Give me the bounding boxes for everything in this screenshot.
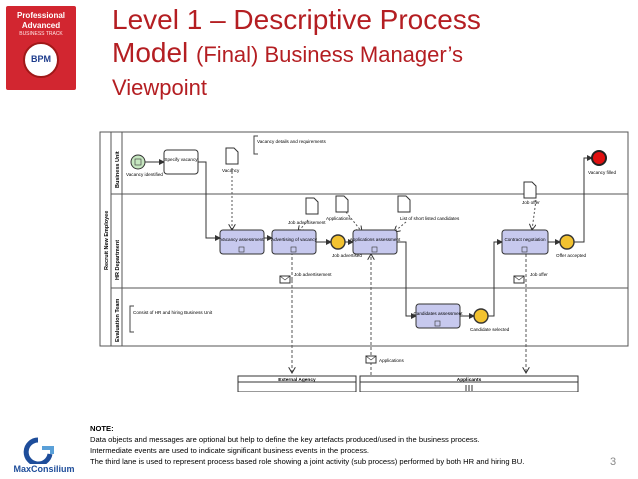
seal-text: BPM xyxy=(31,54,51,64)
task-vacancy-assessment xyxy=(219,229,265,255)
title-line3: Viewpoint xyxy=(112,75,207,100)
professional-advanced-badge: Professional Advanced BUSINESS TRACK BPM xyxy=(6,6,76,90)
annotation-evaluation-team: Consist of HR and hiring Business Unit xyxy=(133,310,213,315)
assoc-job-offer xyxy=(532,199,537,230)
maxconsilium-logo: MaxConsilium xyxy=(4,434,84,478)
event-offer-accepted xyxy=(559,234,575,250)
event-candidate-selected-label: Candidate selected xyxy=(470,327,510,332)
flow-applications-candidates xyxy=(396,241,417,319)
pool-label: Recruit New Employee xyxy=(104,211,110,270)
data-object-job-advertisement-label: Job advertisement xyxy=(288,220,326,225)
note-heading: NOTE: xyxy=(90,424,114,433)
message-applications-label: Applications xyxy=(379,358,404,363)
event-job-advertised xyxy=(330,234,346,250)
flow-accepted-end xyxy=(574,155,593,243)
task-advertising xyxy=(271,229,317,255)
task-contract-negotiation xyxy=(501,229,549,255)
pool-external-agency-label: External Agency xyxy=(278,377,316,383)
message-applications-icon xyxy=(365,355,377,364)
title-line1: Level 1 – Descriptive Process xyxy=(112,4,481,35)
note-block: NOTE: Data objects and messages are opti… xyxy=(90,423,610,467)
maxconsilium-logo-icon xyxy=(23,437,54,467)
badge-line2: Advanced xyxy=(21,21,61,30)
subprocess-marker-icon xyxy=(521,246,528,253)
data-object-job-offer-icon xyxy=(523,181,537,199)
badge-line1: Professional xyxy=(16,11,65,20)
start-event xyxy=(130,154,146,170)
event-job-advertised-label: Job advertised xyxy=(332,253,362,258)
task-applications-assessment-label: Applications assessment xyxy=(350,237,401,242)
end-event xyxy=(591,150,607,166)
lane-business-unit: Business Unit xyxy=(115,151,121,188)
title-line2: Model (Final) Business Manager’s xyxy=(112,36,632,71)
logo-text: MaxConsilium xyxy=(13,464,75,474)
annotation-vacancy-details: Vacancy details and requirements xyxy=(257,139,327,144)
task-vacancy-assessment-label: Vacancy assessment xyxy=(220,237,264,242)
title-line2-main: Model xyxy=(112,37,189,68)
page-number: 3 xyxy=(610,456,617,468)
task-contract-negotiation-label: Contract negotiation xyxy=(504,237,546,242)
flow-specify-assessment xyxy=(198,161,221,241)
note-line1: Data objects and messages are optional b… xyxy=(90,435,480,444)
title-line2-small: (Final) Business Manager’s xyxy=(196,42,464,67)
task-applications-assessment xyxy=(352,229,398,255)
event-candidate-selected xyxy=(473,308,489,324)
end-event-label: Vacancy filled xyxy=(588,170,616,175)
flow-selected-contract xyxy=(488,239,503,317)
data-object-shortlist-icon xyxy=(397,195,411,213)
bpmn-svg: Recruit New Employee Business Unit HR De… xyxy=(99,131,629,393)
data-object-shortlist-label: List of short listed candidates xyxy=(400,216,460,221)
lane-hr-department: HR Department xyxy=(115,240,121,280)
bpmn-diagram: Recruit New Employee Business Unit HR De… xyxy=(98,130,630,393)
message-job-advert-label: Job advertisement xyxy=(294,272,332,277)
task-specify-vacancy-label: Specify vacancy xyxy=(164,157,198,162)
annotation-bracket-team xyxy=(129,305,134,333)
task-candidates-assessment xyxy=(415,303,461,329)
subprocess-marker-icon xyxy=(290,246,297,253)
start-event-doc-icon xyxy=(134,158,142,166)
subprocess-marker-icon xyxy=(238,246,245,253)
badge-line3: BUSINESS TRACK xyxy=(19,31,63,37)
start-event-label: Vacancy identified xyxy=(126,172,163,177)
assoc-applications xyxy=(345,211,362,232)
data-object-job-advertisement-icon xyxy=(305,197,319,215)
data-object-job-offer-label: Job offer xyxy=(522,200,540,205)
lane-evaluation-team: Evaluation Team xyxy=(115,299,121,342)
message-job-advert-flap xyxy=(279,275,291,281)
sidebar: Professional Advanced BUSINESS TRACK BPM xyxy=(0,0,84,479)
annotation-bracket-vacancy xyxy=(253,135,258,155)
subprocess-marker-icon xyxy=(434,320,441,327)
task-candidates-assessment-label: Candidates assessment xyxy=(413,311,463,316)
data-object-vacancy-icon xyxy=(225,147,239,165)
data-object-applications-icon xyxy=(335,195,349,213)
slide-title: Level 1 – Descriptive Process Model (Fin… xyxy=(112,3,632,104)
message-job-offer-icon xyxy=(513,275,525,284)
message-job-offer-flap xyxy=(513,275,525,281)
subprocess-marker-icon xyxy=(371,246,378,253)
multi-instance-icon xyxy=(465,385,473,391)
bpm-seal-icon: BPM xyxy=(23,42,59,78)
note-line3: The third lane is used to represent proc… xyxy=(90,457,525,466)
message-job-advert-icon xyxy=(279,275,291,284)
note-line2: Intermediate events are used to indicate… xyxy=(90,446,370,455)
task-advertising-label: Advertising of vacancy xyxy=(271,237,318,242)
data-object-vacancy-label: Vacancy xyxy=(222,168,240,173)
message-applications-flap xyxy=(365,355,377,361)
task-specify-vacancy xyxy=(163,149,199,175)
message-job-offer-label: Job offer xyxy=(530,272,548,277)
data-object-applications-label: Applications xyxy=(326,216,351,221)
pool-applicants-label: Applicants xyxy=(457,377,482,383)
event-offer-accepted-label: Offer accepted xyxy=(556,253,586,258)
